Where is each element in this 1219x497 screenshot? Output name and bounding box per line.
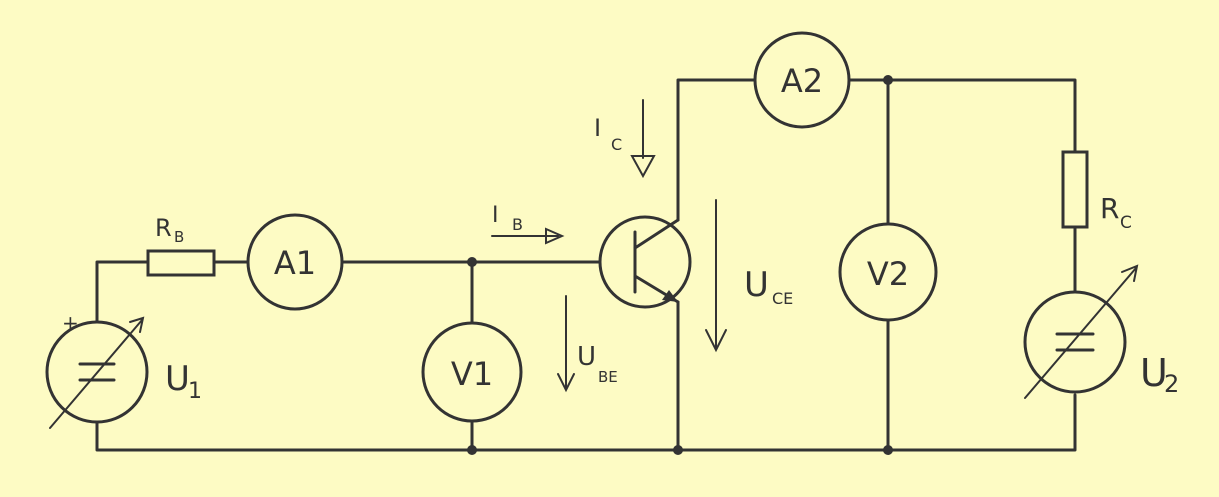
source2-label: U — [1140, 351, 1168, 395]
junction-dot — [883, 445, 893, 455]
voltmeter-v1-label: V1 — [451, 355, 493, 393]
transistor-emitter-arrow — [662, 290, 678, 302]
collector-resistor-sub: C — [1120, 213, 1132, 233]
ube-sub: BE — [598, 368, 618, 386]
collector-resistor — [1061, 150, 1089, 229]
source1-sub: 1 — [188, 379, 202, 404]
collector-wire — [676, 78, 757, 222]
ammeter-a1-label: A1 — [274, 244, 316, 282]
base-resistor-sub: B — [174, 228, 184, 246]
base-current-label: I — [492, 203, 499, 228]
top-right-wire — [847, 78, 1077, 154]
source2-symbol — [1023, 290, 1127, 394]
uce-sub: CE — [772, 289, 793, 308]
ube-arrowhead — [557, 373, 575, 393]
transistor-collector — [633, 218, 680, 250]
ammeter-a2-label: A2 — [781, 62, 823, 100]
base-resistor-label: R — [155, 214, 172, 242]
junction-dot — [467, 445, 477, 455]
source1-label: U — [165, 359, 190, 399]
bottom-wire — [95, 393, 1077, 452]
source1-variable-arrow — [49, 316, 145, 429]
collector-current-label: I — [594, 114, 601, 142]
ube-label: U — [577, 342, 596, 372]
base-current-arrowhead — [545, 227, 565, 245]
source1-plus: + — [62, 311, 79, 335]
junction-dot — [467, 257, 477, 267]
source1-wire — [95, 260, 150, 327]
voltmeter-v2-label: V2 — [867, 255, 909, 293]
base-current-sub: B — [512, 215, 523, 234]
collector-resistor-label: R — [1100, 192, 1119, 225]
junction-dot — [673, 445, 683, 455]
transistor — [598, 215, 692, 309]
collector-current-sub: C — [611, 135, 622, 154]
uce-label: U — [744, 265, 769, 305]
collector-current-arrowhead — [630, 155, 656, 179]
base-resistor — [146, 249, 216, 277]
source2-sub: 2 — [1164, 370, 1179, 398]
source2-variable-arrow — [1024, 264, 1139, 399]
uce-arrowhead — [705, 329, 727, 353]
